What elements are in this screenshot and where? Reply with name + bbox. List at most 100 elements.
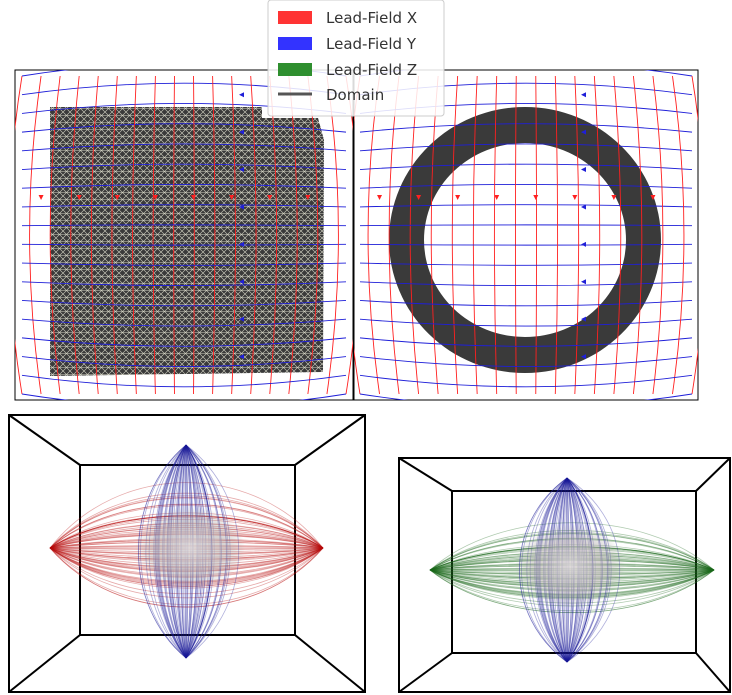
left-x-stream xyxy=(152,75,156,395)
left-y-stream xyxy=(21,393,347,400)
left-y-stream xyxy=(21,204,347,208)
panel-left-3d xyxy=(8,414,366,693)
left-y-arrow xyxy=(239,354,244,360)
right-y-stream xyxy=(359,300,693,307)
left-x-arrow xyxy=(114,195,120,200)
panel-right-3d xyxy=(398,457,731,693)
right-x-arrow xyxy=(494,195,500,200)
z-bundle-fiber xyxy=(429,569,715,613)
right-y-stream xyxy=(359,183,693,189)
right-x-stream xyxy=(613,75,622,395)
x-bundle-fiber xyxy=(49,547,324,595)
left-y-stream xyxy=(21,300,347,307)
legend-swatch-x xyxy=(278,11,312,24)
right-x-stream xyxy=(354,75,361,395)
right-x-arrow xyxy=(533,195,539,200)
left-y-arrow xyxy=(239,167,244,173)
left-x-stream xyxy=(231,75,236,395)
left-x-stream xyxy=(90,75,99,395)
right-y-stream xyxy=(359,143,693,152)
left-y-arrow xyxy=(239,129,244,135)
right-x-stream xyxy=(430,75,439,395)
right-y-stream xyxy=(359,393,693,400)
left-x-arrow xyxy=(267,195,273,200)
left-x-stream xyxy=(173,75,175,395)
right-y-arrow xyxy=(581,241,586,247)
x-bundle-fiber xyxy=(49,503,324,549)
right-x-stream xyxy=(367,75,380,395)
right-x-stream xyxy=(472,75,478,395)
right-x-stream xyxy=(409,75,420,395)
left-y-arrow xyxy=(239,241,244,247)
right-x-stream xyxy=(672,75,685,395)
x-bundle-fiber xyxy=(49,492,324,549)
x-bundle-fiber xyxy=(49,497,324,549)
right-x-stream xyxy=(652,75,664,395)
panel-left-2d xyxy=(14,69,354,401)
left-y-stream xyxy=(21,123,347,133)
x-bundle-fiber xyxy=(49,547,324,599)
x-bundle-fiber xyxy=(49,547,324,608)
right-y-stream xyxy=(359,204,693,208)
right-x-stream xyxy=(451,75,459,395)
x-bundle-fiber xyxy=(49,503,324,549)
right-x-stream xyxy=(515,75,517,395)
legend: Lead-Field X Lead-Field Y Lead-Field Z D… xyxy=(267,0,445,117)
left-x-stream xyxy=(193,75,195,395)
legend-label-y: Lead-Field Y xyxy=(326,35,417,53)
right-x-arrow xyxy=(650,195,656,200)
left-y-stream xyxy=(21,318,347,327)
right-y-arrow xyxy=(581,204,586,210)
right-y-stream xyxy=(359,337,693,347)
legend-swatch-y xyxy=(278,37,312,50)
right-x-stream xyxy=(535,75,537,395)
legend-box xyxy=(267,0,445,117)
legend-swatch-z xyxy=(278,63,312,76)
right-x-arrow xyxy=(377,195,383,200)
left-x-stream xyxy=(250,75,257,395)
left-y-stream xyxy=(21,183,347,189)
right-x-arrow xyxy=(572,195,578,200)
right-x-stream xyxy=(388,75,400,395)
center-blob-left xyxy=(135,506,245,590)
z-bundle-fiber xyxy=(429,569,715,612)
center-blob-right xyxy=(515,524,625,608)
streamlines-right xyxy=(354,70,698,400)
right-x-stream xyxy=(632,75,643,395)
left-y-arrow xyxy=(239,316,244,322)
right-x-arrow xyxy=(416,195,422,200)
right-y-arrow xyxy=(581,316,586,322)
right-y-arrow xyxy=(581,279,586,285)
left-x-arrow xyxy=(152,195,158,200)
z-bundle-fiber xyxy=(429,522,715,571)
left-x-stream xyxy=(111,75,118,395)
left-x-arrow xyxy=(191,195,197,200)
x-bundle-fiber xyxy=(49,505,324,549)
left-x-stream xyxy=(132,75,137,395)
left-x-stream xyxy=(288,75,298,395)
x-bundle-fiber xyxy=(49,547,324,605)
left-y-stream xyxy=(21,356,347,367)
left-x-stream xyxy=(15,75,23,395)
left-x-stream xyxy=(326,75,339,395)
left-x-stream xyxy=(212,75,216,395)
right-y-stream xyxy=(359,123,693,133)
right-y-stream xyxy=(359,163,693,170)
left-x-stream xyxy=(29,75,42,395)
right-y-stream xyxy=(359,356,693,367)
left-y-stream xyxy=(21,143,347,152)
x-bundle-fiber xyxy=(49,495,324,549)
right-y-stream xyxy=(359,262,693,266)
left-y-stream xyxy=(21,337,347,347)
box-left-3d xyxy=(8,414,366,693)
left-y-arrow xyxy=(239,279,244,285)
x-bundle-fiber xyxy=(49,497,324,549)
right-x-arrow xyxy=(455,195,461,200)
left-y-stream xyxy=(21,262,347,266)
right-x-stream xyxy=(554,75,559,395)
left-y-arrow xyxy=(239,204,244,210)
right-x-stream xyxy=(574,75,580,395)
right-y-arrow xyxy=(581,92,586,98)
left-x-arrow xyxy=(229,195,235,200)
